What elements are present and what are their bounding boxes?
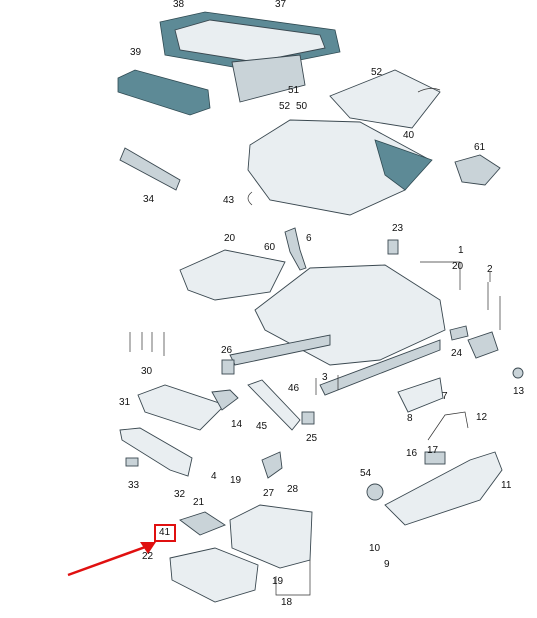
part-24b	[449, 325, 469, 341]
label-1: 1	[458, 245, 464, 256]
red-arrow-line	[67, 544, 149, 577]
label-25: 25	[306, 433, 318, 444]
label-20b: 20	[452, 261, 464, 272]
part-20-seat-pan	[179, 249, 286, 301]
label-20: 20	[224, 233, 236, 244]
label-13: 13	[513, 386, 525, 397]
label-28: 28	[287, 484, 299, 495]
part-27-bracket	[261, 451, 283, 479]
label-16: 16	[406, 448, 418, 459]
part-9-side-panel	[384, 451, 503, 526]
label-26: 26	[221, 345, 233, 356]
part-60-lever	[284, 227, 307, 271]
label-21: 21	[193, 497, 205, 508]
part-13-nut	[512, 367, 524, 379]
leader-lines	[420, 261, 491, 290]
highlight-box-41	[154, 524, 176, 542]
part-33-clip	[125, 457, 139, 467]
label-45: 45	[256, 421, 268, 432]
part-1-seat-frame	[254, 264, 446, 366]
label-23: 23	[392, 223, 404, 234]
part-37-cushion-foam	[174, 19, 326, 63]
part-31-tray	[137, 384, 226, 431]
label-3: 3	[322, 372, 328, 383]
label-61: 61	[474, 142, 486, 153]
part-2-bolts	[487, 282, 501, 330]
part-41-mat	[179, 511, 226, 536]
part-39-pad	[117, 69, 211, 116]
label-2: 2	[487, 264, 493, 275]
label-19b: 19	[272, 576, 284, 587]
label-11: 11	[501, 480, 512, 491]
part-24-cover	[467, 331, 499, 359]
bracket-18	[275, 560, 311, 596]
label-38: 38	[173, 0, 185, 10]
label-10: 10	[369, 543, 381, 554]
label-6: 6	[306, 233, 312, 244]
part-52-heater-mat	[329, 69, 441, 129]
label-60: 60	[264, 242, 276, 253]
part-43-clip	[247, 191, 253, 206]
part-3-46-bolts	[315, 375, 339, 395]
label-9: 9	[384, 559, 390, 570]
part-38-side	[231, 54, 306, 103]
label-7: 7	[442, 391, 448, 402]
label-4: 4	[211, 471, 217, 482]
label-30: 30	[141, 366, 153, 377]
label-41: 41	[159, 527, 171, 538]
label-52: 52	[371, 67, 383, 78]
part-45-trim	[247, 379, 301, 431]
part-23-bracket	[387, 239, 399, 255]
label-39: 39	[130, 47, 142, 58]
part-32-cover	[119, 427, 193, 477]
red-arrow-head	[140, 542, 156, 554]
label-46: 46	[288, 383, 300, 394]
part-52-cable	[417, 88, 441, 93]
label-50: 50	[296, 101, 308, 112]
part-50-side-bolster	[374, 139, 433, 191]
part-14-clip	[211, 389, 239, 411]
label-19: 19	[230, 475, 242, 486]
label-14: 14	[231, 419, 243, 430]
part-30-screws	[129, 332, 165, 356]
label-37: 37	[275, 0, 287, 10]
label-31: 31	[119, 397, 131, 408]
part-34-tube	[119, 147, 181, 191]
label-52b: 52	[279, 101, 291, 112]
part-1-rail-right	[319, 339, 441, 396]
label-22: 22	[142, 551, 154, 562]
label-51: 51	[288, 85, 300, 96]
label-32: 32	[174, 489, 186, 500]
label-8: 8	[407, 413, 413, 424]
label-43: 43	[223, 195, 235, 206]
label-54: 54	[360, 468, 372, 479]
label-18: 18	[281, 597, 293, 608]
part-17-switch	[424, 451, 446, 465]
part-12-cable	[427, 411, 469, 441]
label-24: 24	[451, 348, 463, 359]
label-40: 40	[403, 130, 415, 141]
part-8-trim	[397, 377, 444, 413]
part-54-knob	[366, 483, 384, 501]
part-26-bracket	[221, 359, 235, 375]
part-25-cap	[301, 411, 315, 425]
part-18-drawer	[169, 547, 259, 603]
label-27: 27	[263, 488, 275, 499]
label-34: 34	[143, 194, 155, 205]
label-17: 17	[427, 445, 439, 456]
label-12: 12	[476, 412, 488, 423]
label-33: 33	[128, 480, 140, 491]
part-61-motor	[454, 154, 501, 186]
